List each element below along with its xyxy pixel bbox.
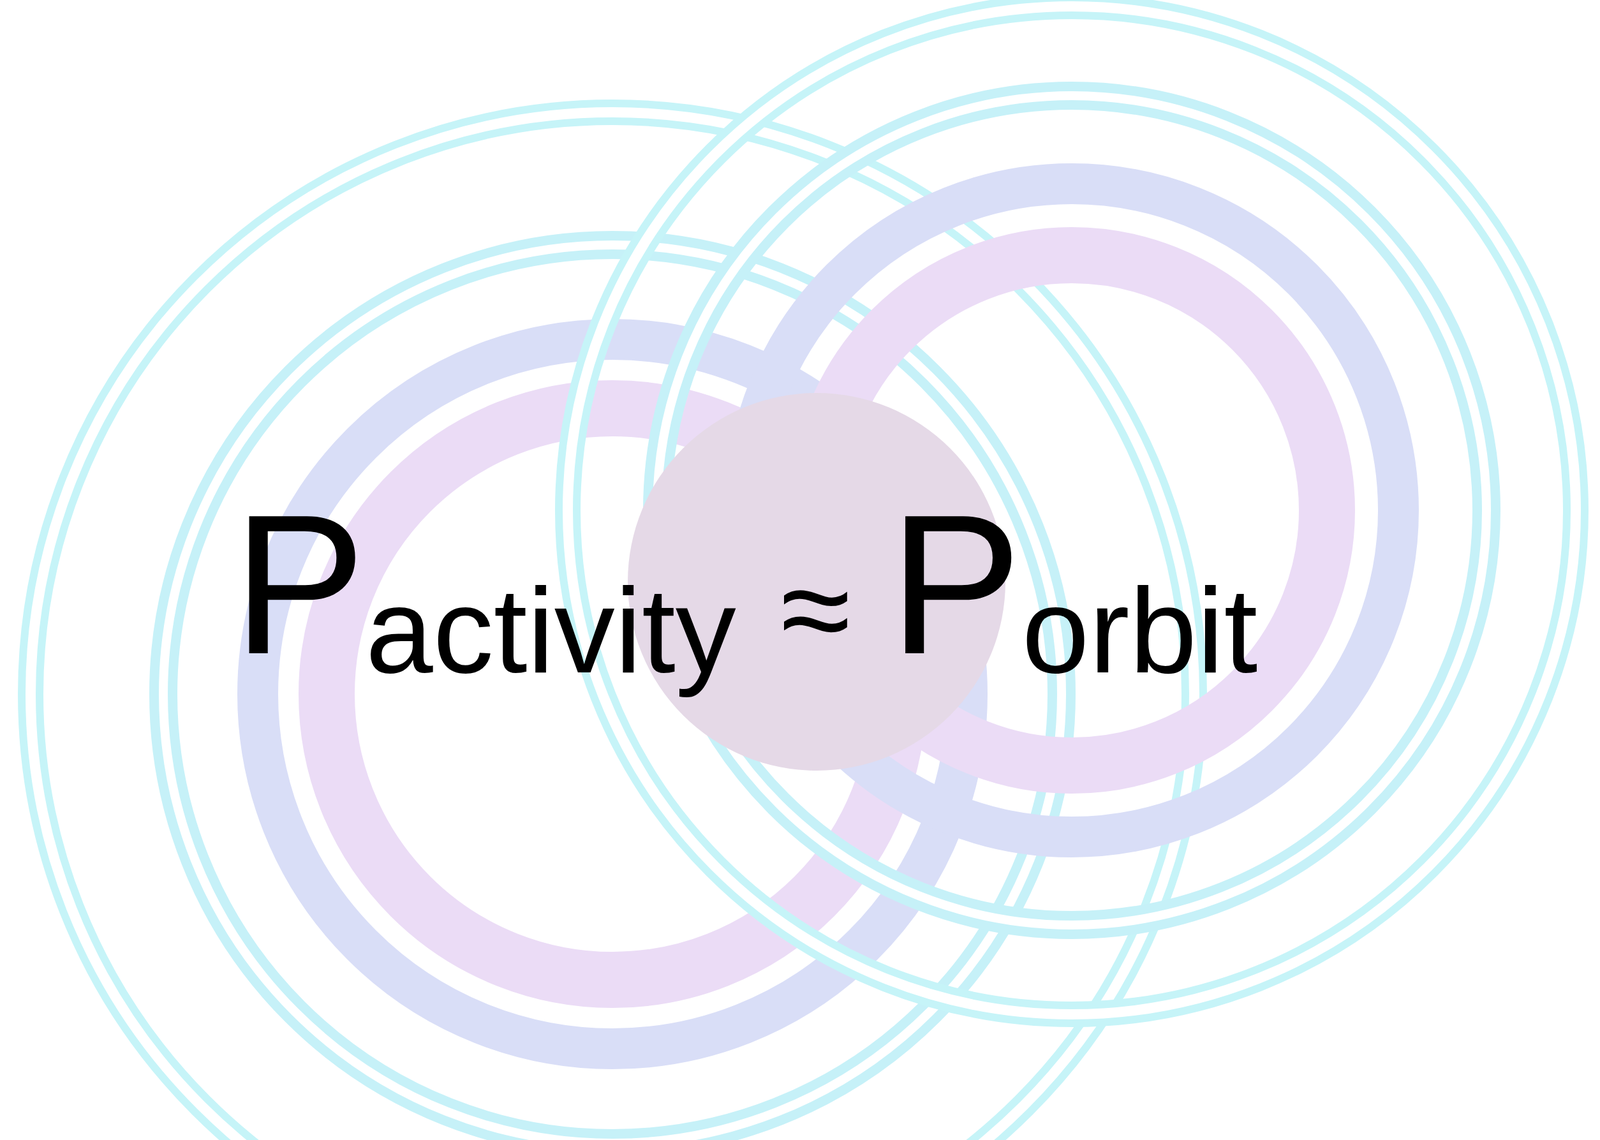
subscript: orbit [1022, 569, 1259, 691]
symbol-letter: P [232, 484, 366, 684]
operator: ≈ [780, 545, 852, 674]
formula: Pactivity≈Porbit [232, 484, 1258, 684]
outer-ring [567, 6, 1576, 1015]
subscript: activity [365, 569, 737, 691]
symbol-letter: P [889, 484, 1023, 684]
